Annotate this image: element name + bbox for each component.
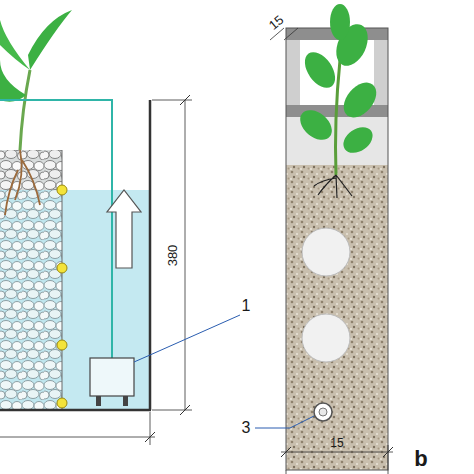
leaves bbox=[294, 4, 382, 158]
hole bbox=[302, 314, 350, 362]
extension-line bbox=[388, 445, 389, 474]
dimension-tick bbox=[180, 95, 190, 105]
leader-line bbox=[134, 355, 150, 362]
drip-tube bbox=[314, 403, 332, 421]
leaf bbox=[28, 10, 72, 70]
callout-number: 3 bbox=[242, 420, 251, 436]
dimension-tick bbox=[180, 405, 190, 415]
stem bbox=[336, 60, 341, 175]
tank-bottom bbox=[0, 409, 151, 412]
water bbox=[0, 190, 150, 410]
extension-line bbox=[150, 412, 151, 445]
dimension-line bbox=[185, 100, 186, 410]
pump-leg bbox=[96, 396, 101, 406]
pump bbox=[90, 358, 134, 396]
dimension-line bbox=[284, 28, 298, 40]
column-outline bbox=[286, 28, 388, 470]
extension-line bbox=[286, 470, 287, 474]
leaf bbox=[0, 60, 26, 102]
dimension-tick bbox=[281, 447, 291, 457]
hole bbox=[302, 228, 350, 276]
dimension-text: 380 bbox=[166, 244, 179, 266]
callout-number: 1 bbox=[242, 298, 251, 314]
leader-line bbox=[150, 315, 240, 355]
tank-wall bbox=[149, 100, 152, 410]
gravel-column bbox=[0, 190, 62, 410]
leaf bbox=[0, 20, 30, 70]
roots bbox=[314, 175, 352, 198]
frame-side bbox=[286, 40, 300, 105]
dimension-line bbox=[0, 437, 155, 438]
stem bbox=[20, 70, 30, 150]
flow-arrow bbox=[107, 190, 141, 268]
pump-leg bbox=[123, 396, 128, 406]
soil bbox=[286, 160, 388, 470]
roots bbox=[5, 150, 40, 215]
gravel-dry bbox=[0, 150, 62, 190]
dripper-dots bbox=[57, 185, 67, 408]
tube bbox=[0, 100, 112, 358]
leader-line bbox=[255, 428, 290, 429]
dimension-text: 15 bbox=[330, 437, 343, 449]
drip-tube-bore bbox=[319, 408, 327, 416]
leader-line bbox=[290, 416, 314, 428]
dimension-line bbox=[281, 452, 393, 453]
dimension-tick bbox=[145, 432, 155, 442]
panel-letter: b bbox=[414, 448, 427, 470]
